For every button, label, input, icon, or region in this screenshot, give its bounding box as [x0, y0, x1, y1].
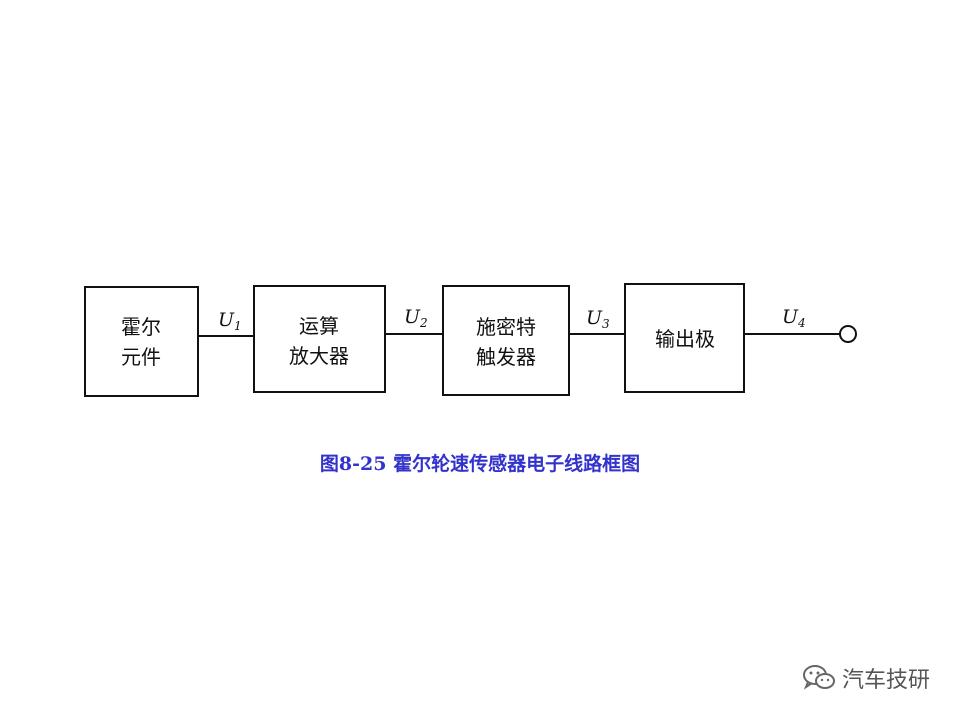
signal-u2-main: U [404, 306, 421, 328]
block-hall-element [84, 286, 199, 397]
block-hall-element-line2: 元件 [121, 345, 161, 369]
signal-u4: U4 [782, 306, 806, 330]
watermark: 汽车技研 [802, 662, 930, 694]
block-output-stage [624, 283, 745, 393]
block-op-amp [253, 285, 386, 393]
block-schmitt-trigger-line1: 施密特 [476, 315, 536, 339]
block-hall-element-line1: 霍尔 [121, 315, 161, 339]
block-op-amp-line1: 运算 [299, 314, 339, 338]
figure-caption: 图8-25 霍尔轮速传感器电子线路框图 [319, 453, 641, 475]
block-schmitt-trigger [442, 285, 570, 396]
signal-u4-sub: 4 [797, 316, 806, 330]
signal-u1-sub: 1 [234, 319, 242, 333]
signal-u1-main: U [218, 309, 235, 331]
block-op-amp-line2: 放大器 [289, 344, 349, 368]
signal-u3: U3 [586, 307, 610, 331]
signal-u1: U1 [218, 309, 242, 333]
signal-u3-sub: 3 [602, 317, 610, 331]
signal-u2: U2 [404, 306, 428, 330]
watermark-text: 汽车技研 [841, 668, 930, 693]
output-terminal [839, 325, 857, 343]
signal-u4-main: U [782, 306, 799, 328]
signal-u3-main: U [586, 307, 603, 329]
wechat-icon [802, 664, 836, 692]
block-schmitt-trigger-line2: 触发器 [476, 345, 536, 369]
block-output-stage-line1: 输出极 [655, 327, 715, 351]
signal-u2-sub: 2 [419, 316, 428, 330]
